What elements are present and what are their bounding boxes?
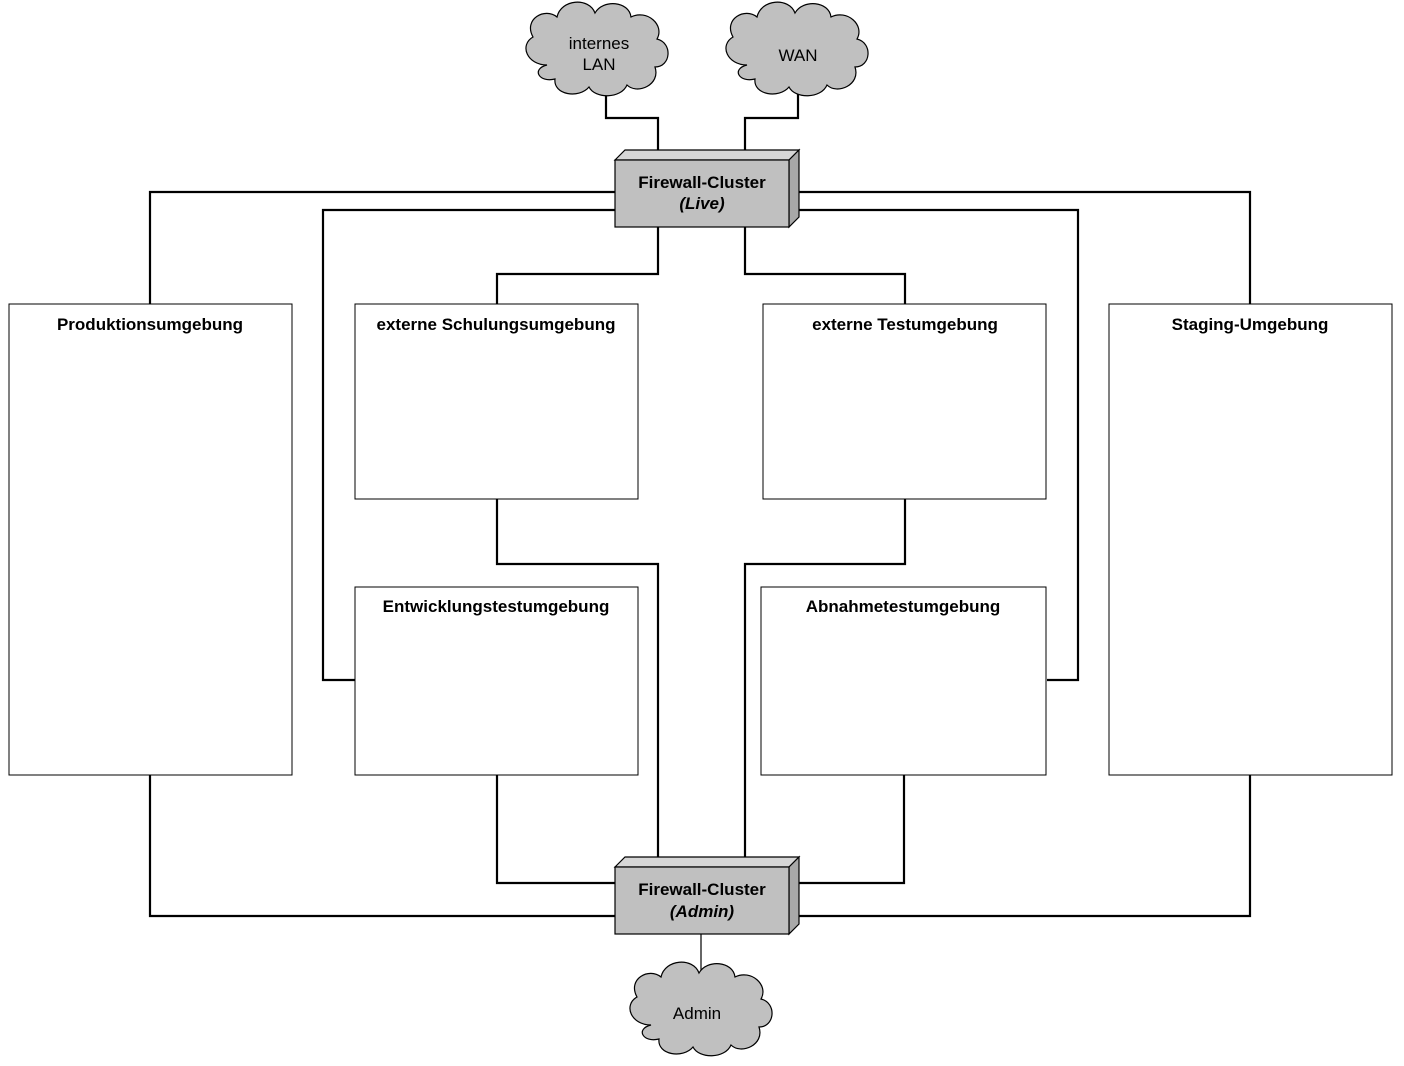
link-wan-to-live [743, 92, 800, 150]
link-development-to-admin [495, 775, 615, 885]
link-live-to-exttest [743, 226, 907, 304]
environment-title: externe Testumgebung [812, 315, 998, 334]
cloud-label: WAN [778, 46, 817, 65]
environment-title: Entwicklungstestumgebung [383, 597, 610, 616]
firewall-cluster-live: Firewall-Cluster (Live) [613, 148, 801, 229]
environment-external-test: externe Testumgebung [762, 303, 1047, 500]
environment-title: Staging-Umgebung [1172, 315, 1329, 334]
firewall-title: Firewall-Cluster [638, 880, 766, 899]
link-production-to-admin [148, 775, 615, 918]
link-live-to-production [148, 190, 615, 304]
connections [148, 92, 1252, 972]
cloud-label-line1: internes [569, 34, 629, 53]
link-live-to-staging [797, 190, 1252, 304]
environment-external-training: externe Schulungsumgebung [354, 303, 639, 500]
link-staging-to-admin [797, 775, 1252, 918]
environment-acceptance-test: Abnahmetestumgebung [760, 586, 1047, 776]
environment-development-test: Entwicklungstestumgebung [354, 586, 639, 776]
link-lan-to-live [604, 92, 660, 150]
environment-title: externe Schulungsumgebung [377, 315, 616, 334]
link-live-to-training [495, 226, 660, 304]
link-exttest-to-admin [743, 499, 907, 858]
firewall-cluster-admin: Firewall-Cluster (Admin) [613, 855, 801, 936]
environment-production: Produktionsumgebung [8, 303, 293, 776]
environment-staging: Staging-Umgebung [1108, 303, 1393, 776]
link-live-to-acceptance [797, 208, 1080, 682]
link-training-to-admin [495, 499, 660, 858]
firewall-subtitle: (Admin) [670, 902, 735, 921]
cloud-wan-icon [725, 1, 869, 97]
firewall-title: Firewall-Cluster [638, 173, 766, 192]
cloud-label: Admin [673, 1004, 721, 1023]
cloud-admin-icon [629, 961, 773, 1057]
link-live-to-development [321, 208, 615, 682]
cloud-internal-lan-icon [525, 1, 669, 97]
link-acceptance-to-admin [797, 775, 906, 885]
cloud-label-line2: LAN [582, 55, 615, 74]
environment-title: Abnahmetestumgebung [806, 597, 1001, 616]
environment-title: Produktionsumgebung [57, 315, 243, 334]
firewall-subtitle: (Live) [679, 194, 725, 213]
